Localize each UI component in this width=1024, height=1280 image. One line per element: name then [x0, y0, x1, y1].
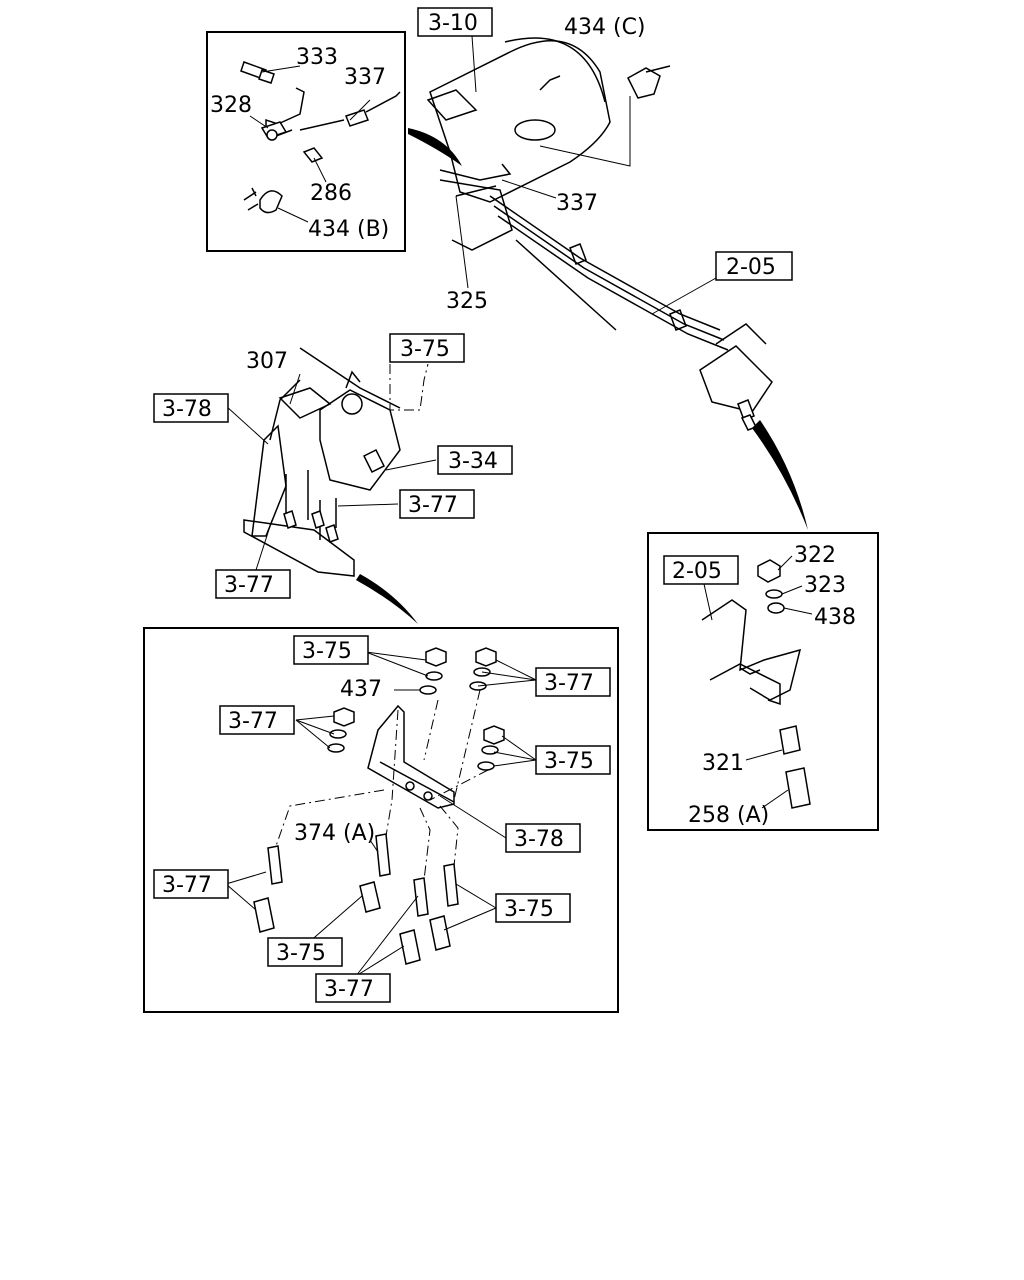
ref-box-3-34 — [437, 445, 513, 475]
ref-box-3-77-mid-right — [399, 489, 475, 519]
ref-box-3-78-upper — [153, 393, 229, 423]
ref-3-77-bottom-right: 3-77 — [544, 671, 594, 696]
ref-3-75-bottom-right: 3-75 — [544, 749, 594, 774]
label-333: 333 — [296, 45, 338, 70]
detail-box-bracket — [647, 532, 879, 831]
bracket-detail-drawing — [701, 559, 811, 809]
label-307: 307 — [246, 349, 288, 374]
ref-3-77-mid-left: 3-77 — [224, 573, 274, 598]
ref-2-05-top: 2-05 — [726, 255, 776, 280]
reservoir-and-pipe-drawing — [426, 37, 773, 431]
ref-3-10: 3-10 — [428, 11, 478, 36]
label-434b: 434 (B) — [308, 217, 389, 242]
fittings-detail-drawing — [253, 647, 505, 965]
label-258a: 258 (A) — [688, 803, 769, 828]
ref-2-05-detail: 2-05 — [672, 559, 722, 584]
ref-3-77-bottom-far-left: 3-77 — [162, 873, 212, 898]
label-286: 286 — [310, 181, 352, 206]
label-321: 321 — [702, 751, 744, 776]
ref-box-3-77-bottom-far-left — [153, 869, 229, 899]
fitting-assembly-drawing — [240, 61, 401, 214]
label-325: 325 — [446, 289, 488, 314]
ref-box-3-75-bottom-lower — [267, 937, 343, 967]
valve-assembly-drawing — [243, 347, 401, 577]
ref-box-3-75-bottom-right — [535, 745, 611, 775]
ref-box-3-77-mid-left — [215, 569, 291, 599]
label-434c: 434 (C) — [564, 15, 646, 40]
ref-3-75-upper: 3-75 — [400, 337, 450, 362]
label-337-main: 337 — [556, 191, 598, 216]
ref-box-3-77-bottom-lower — [315, 973, 391, 1003]
ref-box-3-10 — [417, 7, 493, 37]
ref-3-75-bottom-top: 3-75 — [302, 639, 352, 664]
ref-3-77-mid-right: 3-77 — [408, 493, 458, 518]
ref-box-3-78-bottom — [505, 823, 581, 853]
detail-box-fitting — [206, 31, 406, 252]
ref-box-3-75-bottom-lower-right — [495, 893, 571, 923]
ref-3-34: 3-34 — [448, 449, 498, 474]
ref-3-77-bottom-lower: 3-77 — [324, 977, 374, 1002]
label-328: 328 — [210, 93, 252, 118]
ref-3-78-bottom: 3-78 — [514, 827, 564, 852]
ref-3-75-bottom-lower: 3-75 — [276, 941, 326, 966]
ref-3-78-upper: 3-78 — [162, 397, 212, 422]
ref-box-3-75-bottom-top — [293, 635, 369, 665]
ref-box-2-05-top — [715, 251, 793, 281]
label-438: 438 — [814, 605, 856, 630]
label-437: 437 — [340, 677, 382, 702]
ref-box-3-77-bottom-right — [535, 667, 611, 697]
label-323: 323 — [804, 573, 846, 598]
label-337-detail: 337 — [344, 65, 386, 90]
ref-3-77-bottom-left: 3-77 — [228, 709, 278, 734]
ref-box-3-75-upper — [389, 333, 465, 363]
ref-3-75-bottom-lower-right: 3-75 — [504, 897, 554, 922]
ref-box-3-77-bottom-left — [219, 705, 295, 735]
label-374a: 374 (A) — [294, 821, 375, 846]
label-322: 322 — [794, 543, 836, 568]
ref-box-2-05-detail — [663, 555, 739, 585]
detail-box-fittings — [143, 627, 619, 1013]
